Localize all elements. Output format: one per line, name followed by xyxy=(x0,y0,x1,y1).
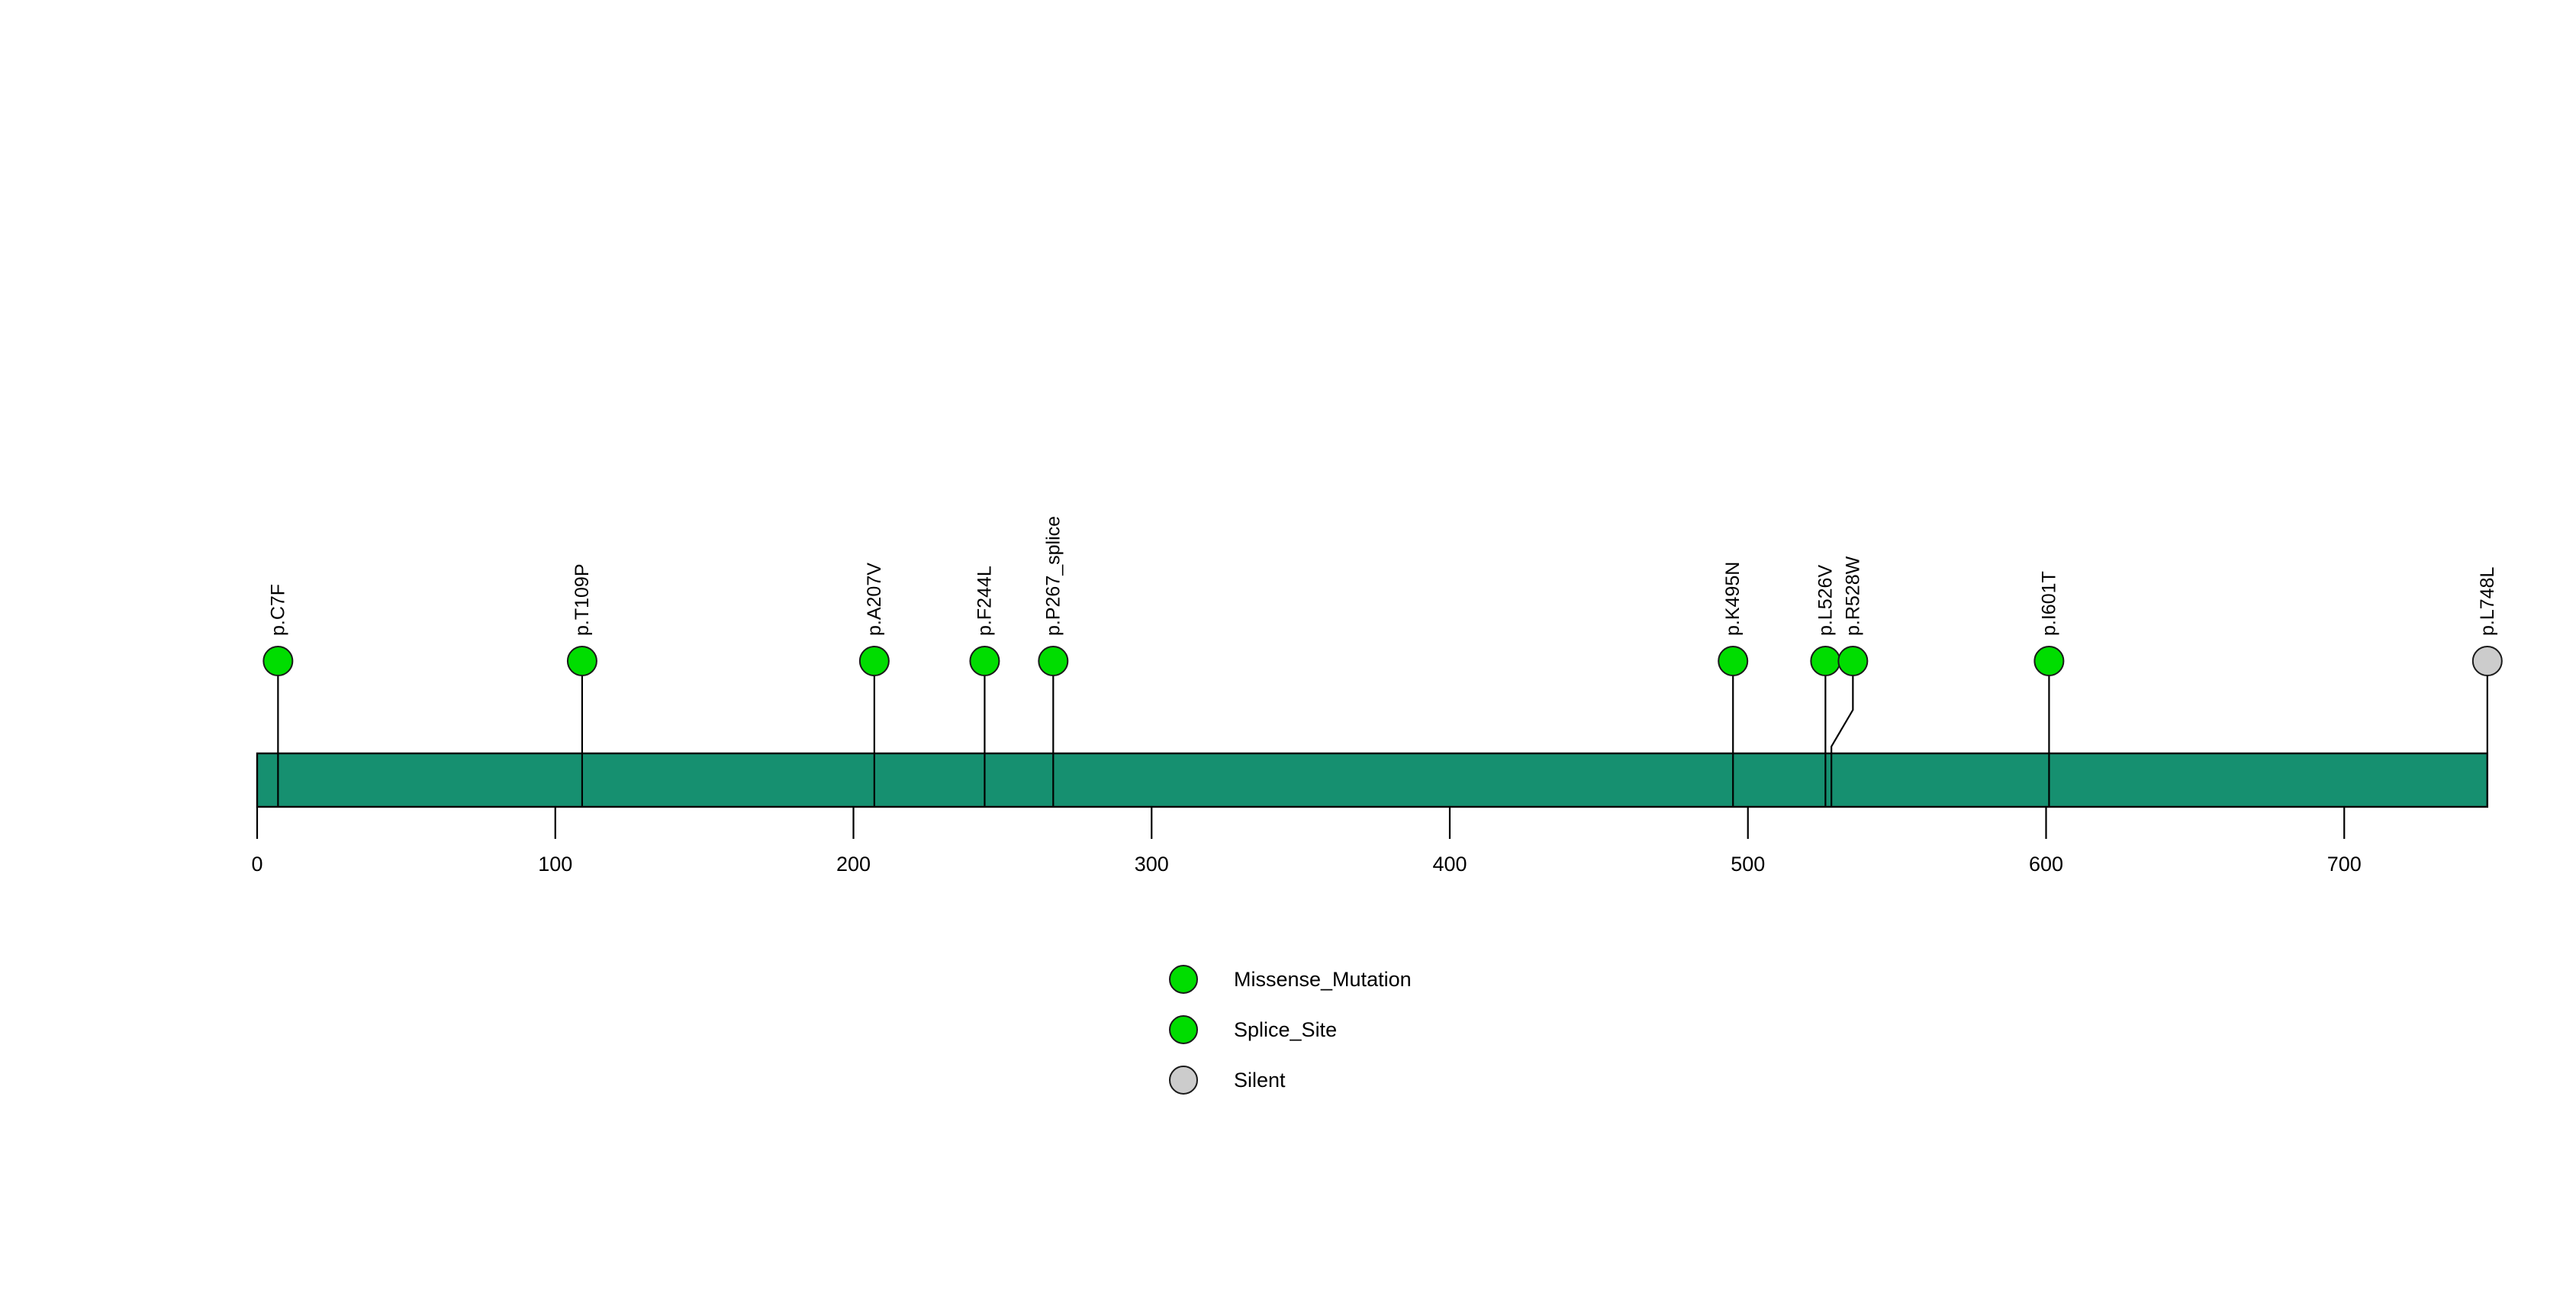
lollipop-label: p.T109P xyxy=(572,563,593,636)
x-axis-layer: 0 100 200 300 400 500 600 700 xyxy=(251,807,2362,876)
legend-label: Silent xyxy=(1234,1069,1286,1092)
lollipop-stem xyxy=(1831,661,1854,807)
lollipop-label: p.P267_splice xyxy=(1042,516,1064,636)
lollipop-label: p.K495N xyxy=(1722,562,1744,636)
legend-item[interactable]: Missense_Mutation xyxy=(1169,965,1412,994)
legend-label: Missense_Mutation xyxy=(1234,968,1412,991)
lollipop-dot[interactable]: p.C7F (Missense_Mutation) xyxy=(262,646,294,676)
legend-item[interactable]: Splice_Site xyxy=(1169,1015,1337,1044)
x-axis-tick-label: 700 xyxy=(2327,853,2362,876)
lollipop-label: p.A207V xyxy=(864,563,885,636)
x-axis-tick-label: 600 xyxy=(2029,853,2063,876)
lollipop-label: p.L526V xyxy=(1814,565,1836,636)
legend-label: Splice_Site xyxy=(1234,1018,1337,1041)
lollipop-dot[interactable]: p.K495N (Missense_Mutation) xyxy=(1718,646,1749,676)
lollipop-label: p.I601T xyxy=(2038,571,2059,636)
lollipop-dot[interactable]: p.F244L (Missense_Mutation) xyxy=(969,646,1000,676)
lollipop-dot[interactable]: p.T109P (Missense_Mutation) xyxy=(566,646,597,676)
legend-item[interactable]: Silent xyxy=(1169,1066,1286,1095)
lollipop-label: p.F244L xyxy=(974,566,995,636)
lollipop-dots-layer[interactable]: p.C7F (Missense_Mutation) p.T109P (Missen… xyxy=(262,646,2503,676)
legend-swatch xyxy=(1169,965,1198,994)
x-axis-tick-label: 200 xyxy=(836,853,871,876)
legend-swatch xyxy=(1169,1066,1198,1095)
lollipop-dot[interactable]: p.P267_splice (Splice_Site) xyxy=(1038,646,1069,676)
legend-swatch xyxy=(1169,1015,1198,1044)
lollipop-labels-layer: p.C7F p.T109P p.A207V p.F244L p.P267_splice p… xyxy=(267,516,2497,636)
x-axis-tick-label: 300 xyxy=(1135,853,1169,876)
lollipop-dot[interactable]: p.L526V (Missense_Mutation) xyxy=(1810,646,1841,676)
lollipop-dot[interactable]: p.R528W (Missense_Mutation) xyxy=(1837,646,1869,676)
lollipop-dot[interactable]: p.L748L (Silent) xyxy=(2471,646,2503,676)
lollipop-stems-layer xyxy=(277,661,2488,807)
lollipop-dot[interactable]: p.A207V (Missense_Mutation) xyxy=(858,646,890,676)
protein-backbone xyxy=(256,752,2489,808)
lollipop-label: p.R528W xyxy=(1842,556,1863,636)
x-axis-tick-label: 100 xyxy=(538,853,572,876)
lollipop-label: p.L748L xyxy=(2477,567,2498,636)
lollipop-label: p.C7F xyxy=(267,584,288,636)
protein-backbone-layer xyxy=(256,752,2489,808)
x-axis-tick-label: 0 xyxy=(251,853,262,876)
lollipop-dot[interactable]: p.I601T (Missense_Mutation) xyxy=(2033,646,2065,676)
x-axis-tick-label: 500 xyxy=(1731,853,1765,876)
x-axis-tick-label: 400 xyxy=(1432,853,1467,876)
